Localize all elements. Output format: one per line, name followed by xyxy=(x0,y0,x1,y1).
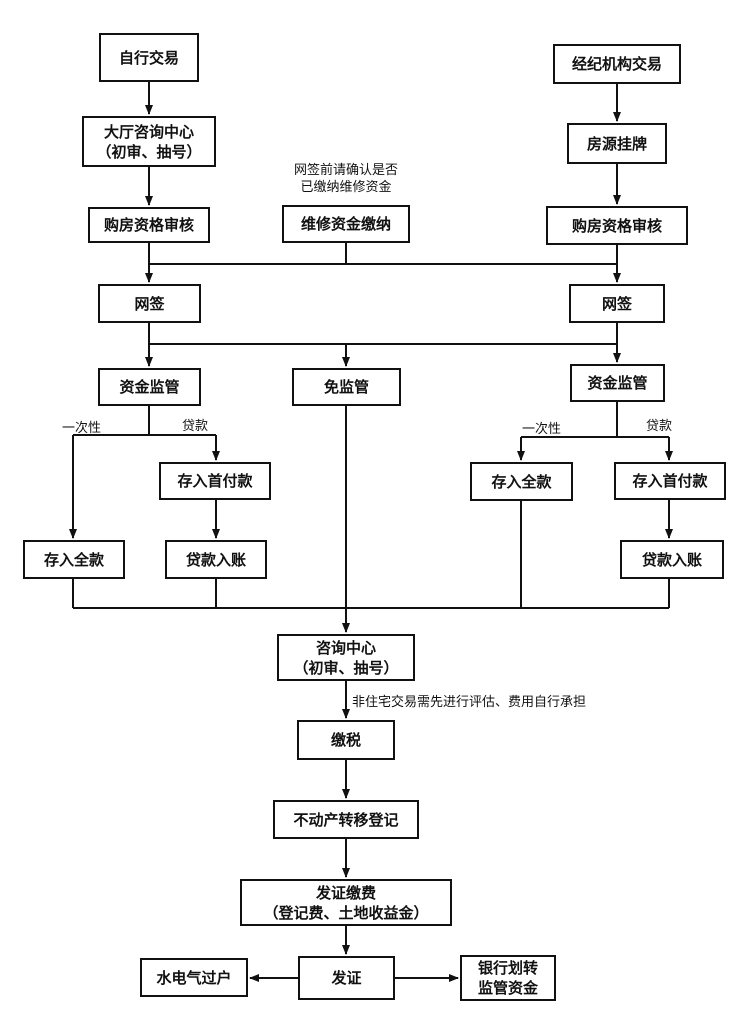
loan-left-label: 贷款 xyxy=(182,419,209,434)
online-contract-left-label: 网签 xyxy=(134,294,165,313)
bank-transfer-line2: 监管资金 xyxy=(477,979,538,997)
qualification-review-right-box: 购房资格审核 xyxy=(546,206,688,245)
agency-trade-box: 经纪机构交易 xyxy=(553,44,681,84)
transfer-registration-box: 不动产转移登记 xyxy=(273,800,419,839)
listing-box: 房源挂牌 xyxy=(567,123,667,164)
loan-credit-right-box: 贷款入账 xyxy=(620,540,724,579)
certificate-fee-title: 发证缴费 xyxy=(315,883,376,902)
non-residential-note: 非住宅交易需先进行评估、费用自行承担 xyxy=(352,695,587,710)
certificate-fee-subtitle: （登记费、土地收益金） xyxy=(263,903,429,922)
tax-payment-box: 缴税 xyxy=(297,720,395,760)
online-contract-right-label: 网签 xyxy=(601,294,632,313)
no-supervision-label: 免监管 xyxy=(323,378,369,396)
agency-trade-label: 经纪机构交易 xyxy=(571,55,662,73)
maintenance-note-line1: 网签前请确认是否 xyxy=(293,163,398,178)
loan-credit-left-label: 贷款入账 xyxy=(185,550,246,569)
issue-certificate-box: 发证 xyxy=(298,956,395,1000)
certificate-fee-box: 发证缴费 （登记费、土地收益金） xyxy=(240,879,452,926)
consult-center-subtitle: （初审、抽号） xyxy=(293,658,399,677)
one-time-payment-left-label: 一次性 xyxy=(62,421,102,436)
hall-consult-box: 大厅咨询中心 （初审、抽号） xyxy=(82,116,216,167)
loan-right-label: 贷款 xyxy=(646,419,673,434)
utilities-transfer-box: 水电气过户 xyxy=(140,958,248,997)
self-trade-label: 自行交易 xyxy=(118,48,179,67)
qualification-review-right-label: 购房资格审核 xyxy=(571,216,662,235)
bank-transfer-box: 银行划转 监管资金 xyxy=(460,955,556,1001)
full-payment-left-box: 存入全款 xyxy=(23,540,125,579)
fund-supervision-left-box: 资金监管 xyxy=(98,368,201,406)
bank-transfer-line1: 银行划转 xyxy=(477,959,538,977)
down-payment-left-box: 存入首付款 xyxy=(159,462,271,500)
qualification-review-left-label: 购房资格审核 xyxy=(103,216,194,234)
hall-consult-title: 大厅咨询中心 xyxy=(103,122,194,141)
online-contract-left-box: 网签 xyxy=(98,284,201,323)
tax-payment-label: 缴税 xyxy=(330,731,361,749)
transfer-registration-label: 不动产转移登记 xyxy=(293,810,399,829)
utilities-transfer-label: 水电气过户 xyxy=(156,968,232,987)
fund-supervision-left-label: 资金监管 xyxy=(119,378,180,396)
maintenance-fund-box: 维修资金缴纳 xyxy=(282,205,410,243)
maintenance-note-line2: 已缴纳维修资金 xyxy=(300,180,392,195)
full-payment-right-label: 存入全款 xyxy=(491,472,552,491)
consult-center-title: 咨询中心 xyxy=(315,638,376,657)
loan-credit-left-box: 贷款入账 xyxy=(165,540,267,579)
loan-credit-right-label: 贷款入账 xyxy=(641,550,702,569)
hall-consult-subtitle: （初审、抽号） xyxy=(96,142,202,161)
fund-supervision-right-label: 资金监管 xyxy=(587,374,648,392)
down-payment-right-label: 存入首付款 xyxy=(632,472,708,490)
maintenance-note: 网签前请确认是否 已缴纳维修资金 xyxy=(270,162,422,196)
listing-label: 房源挂牌 xyxy=(586,134,647,153)
qualification-review-left-box: 购房资格审核 xyxy=(88,207,210,243)
no-supervision-box: 免监管 xyxy=(292,368,401,406)
full-payment-left-label: 存入全款 xyxy=(43,550,104,569)
fund-supervision-right-box: 资金监管 xyxy=(570,364,665,402)
down-payment-left-label: 存入首付款 xyxy=(177,472,253,490)
full-payment-right-box: 存入全款 xyxy=(470,462,573,501)
down-payment-right-box: 存入首付款 xyxy=(614,462,726,500)
maintenance-fund-label: 维修资金缴纳 xyxy=(300,215,391,233)
online-contract-right-box: 网签 xyxy=(569,284,665,323)
self-trade-box: 自行交易 xyxy=(99,33,199,82)
issue-certificate-label: 发证 xyxy=(331,969,362,987)
consult-center-box: 咨询中心 （初审、抽号） xyxy=(277,634,415,681)
one-time-payment-right-label: 一次性 xyxy=(522,422,562,437)
